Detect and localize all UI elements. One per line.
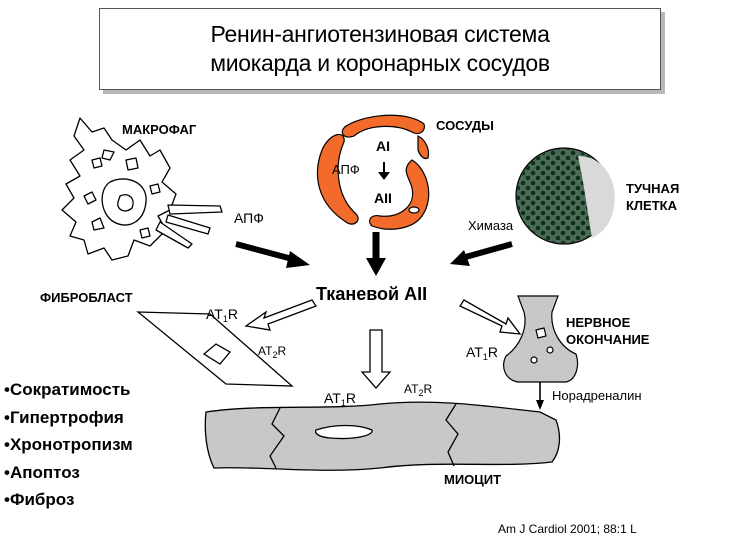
receptor-at1-fibroblast-r: R — [227, 306, 238, 322]
effect-text: Фиброз — [9, 490, 75, 509]
receptor-at2-myocyte-r: R — [423, 382, 433, 396]
receptor-at1-myocyte-r: R — [345, 390, 356, 406]
myocyte-cell — [204, 401, 561, 471]
effect-item: •Апоптоз — [4, 462, 80, 482]
title-box: Ренин-ангиотензиновая система миокарда и… — [99, 8, 661, 90]
effect-text: Хронотропизм — [9, 435, 133, 454]
arrow-mast-to-aii-head — [450, 250, 470, 266]
arrow-macrophage-to-aii — [235, 241, 297, 263]
arrow-macrophage-to-aii-head — [286, 251, 310, 268]
chymase-label: Химаза — [468, 218, 514, 233]
tissue-aii-label: Тканевой AII — [316, 284, 428, 304]
effect-item: •Хронотропизм — [4, 435, 133, 454]
ace-vessel-label: АПФ — [332, 162, 360, 177]
effect-text: Гипертрофия — [9, 407, 124, 427]
mast-cell — [515, 147, 615, 245]
mast-cell-label-line-2: КЛЕТКА — [626, 198, 677, 213]
receptor-at1-myocyte: AT1R — [324, 390, 356, 408]
mast-cell-label: ТУЧНАЯ КЛЕТКА — [626, 180, 679, 214]
arrow-vessel-to-aii-head — [366, 258, 386, 276]
fibroblast-label: ФИБРОБЛАСТ — [40, 290, 133, 305]
angiotensin-1-label: AI — [376, 138, 390, 154]
effect-text: Апоптоз — [9, 462, 80, 482]
effect-item: •Сократимость — [4, 380, 131, 399]
nerve-ending — [503, 295, 579, 383]
receptor-at1-myocyte-sub: 1 — [340, 398, 346, 408]
title-line-1: Ренин-ангиотензиновая система — [210, 21, 550, 47]
macrophage-cell — [61, 117, 223, 261]
noradrenaline-arrowhead — [536, 400, 544, 410]
receptor-at1-nerve-sub: 1 — [482, 352, 488, 362]
receptor-at1-fibroblast-at: AT — [206, 306, 223, 322]
fibroblast-cell — [136, 311, 294, 387]
nerve-ending-label-line-2: ОКОНЧАНИЕ — [566, 332, 650, 347]
open-arrow-to-myocyte — [360, 329, 392, 389]
effect-text: Сократимость — [9, 380, 131, 399]
open-arrow-to-nerve — [459, 299, 522, 335]
receptor-at2-myocyte-sub: 2 — [418, 388, 424, 398]
ace-macrophage-label: АПФ — [234, 210, 264, 226]
receptor-at1-nerve-r: R — [487, 344, 498, 360]
receptor-at1-nerve-at: AT — [466, 344, 483, 360]
nerve-ending-label: НЕРВНОЕ ОКОНЧАНИЕ — [566, 314, 649, 348]
noradrenaline-label: Норадреналин — [552, 388, 642, 403]
citation: Am J Cardiol 2001; 88:1 L — [498, 522, 637, 536]
receptor-at2-fibroblast: AT2R — [258, 344, 286, 360]
title-line-2: миокарда и коронарных сосудов — [210, 50, 550, 76]
receptor-at1-nerve: AT1R — [466, 344, 498, 362]
ai-to-aii-arrowhead — [378, 172, 390, 180]
receptor-at2-myocyte: AT2R — [404, 382, 432, 398]
receptor-at2-fibroblast-sub: 2 — [272, 350, 278, 360]
receptor-at2-myocyte-at: AT — [404, 382, 419, 396]
open-arrow-to-fibroblast — [244, 299, 317, 331]
effect-item: •Гипертрофия — [4, 407, 124, 427]
receptor-at2-fibroblast-r: R — [277, 344, 287, 358]
receptor-at2-fibroblast-at: AT — [258, 344, 273, 358]
angiotensin-2-label: AII — [374, 190, 392, 206]
receptor-at1-fibroblast-sub: 1 — [222, 314, 228, 324]
vessel-cross-section — [316, 114, 430, 230]
nerve-ending-label-line-1: НЕРВНОЕ — [566, 315, 631, 330]
macrophage-label: МАКРОФАГ — [122, 122, 197, 137]
receptor-at1-fibroblast: AT1R — [206, 306, 238, 324]
vessels-label: СОСУДЫ — [436, 118, 494, 133]
effects-list: •Сократимость •Гипертрофия •Хронотропизм… — [4, 376, 133, 514]
mast-cell-label-line-1: ТУЧНАЯ — [626, 181, 680, 196]
arrow-mast-to-aii — [461, 241, 513, 261]
receptor-at1-myocyte-at: AT — [324, 390, 341, 406]
myocyte-label: МИОЦИТ — [444, 472, 502, 487]
effect-item: •Фиброз — [4, 490, 75, 509]
